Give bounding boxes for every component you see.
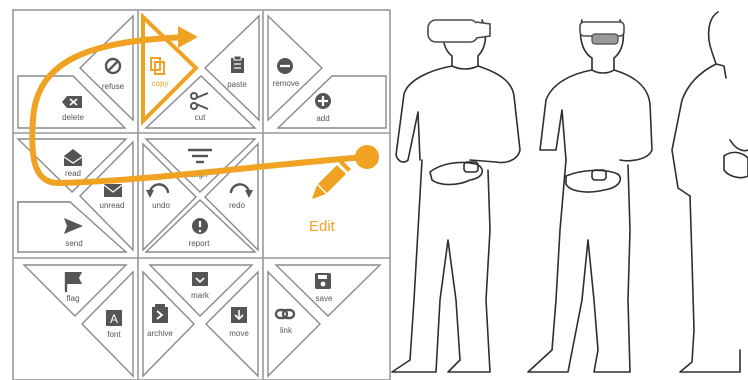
menu-cell: flag A font [24,265,133,376]
arrowhead-icon [178,26,198,48]
menu-item-label: remove [273,79,300,88]
person-vr-headset [392,20,520,372]
menu-cell: remove add [268,16,386,128]
menu-item-label: save [316,294,333,303]
menu-item-label: delete [62,113,84,122]
menu-grid [13,10,390,380]
menu-item-label: copy [152,79,169,88]
menu-cell: paste cut copy [143,16,259,128]
svg-text:A: A [110,312,118,326]
edit-label: Edit [309,218,336,235]
gesture-start-dot [355,145,379,169]
menu-item-label: cut [195,113,206,122]
menu-item-label: report [189,239,211,248]
save-icon [315,273,331,289]
plus-circle-icon [315,93,331,109]
vr-headset-icon [428,20,490,42]
person-side-view [672,12,748,372]
menu-item-label: font [107,330,121,339]
menu-item-label: refuse [102,82,125,91]
menu-item-label: paste [227,80,247,89]
menu-item-label: redo [229,201,246,210]
menu-cell: save link [268,265,380,376]
ar-headset-icon [580,22,624,44]
envelope-icon [104,184,122,197]
mark-icon [192,272,208,286]
menu-item-label: add [316,114,329,123]
edit-indicator: Edit [309,160,351,235]
menu-item-label: read [65,169,81,178]
menu-item-label: link [280,326,293,335]
minus-circle-icon [277,58,293,74]
move-icon [231,307,247,323]
menu-item-label: archive [147,329,173,338]
menu-item-label: undo [152,201,170,210]
menu-cell: mark archive move [143,265,258,376]
grid-frame [13,10,390,380]
menu-item-label: move [229,329,249,338]
menu-item-label: flag [67,294,80,303]
pencil-icon [312,160,351,199]
person-ar-headset [528,20,652,372]
menu-item-label: unread [100,201,125,210]
menu-item-label: mark [191,291,210,300]
menu-item-label: send [65,239,82,248]
font-icon: A [106,310,122,326]
clipboard-icon [231,56,244,73]
menu-cell: align undo redo report [143,139,258,252]
alert-icon [192,218,208,234]
